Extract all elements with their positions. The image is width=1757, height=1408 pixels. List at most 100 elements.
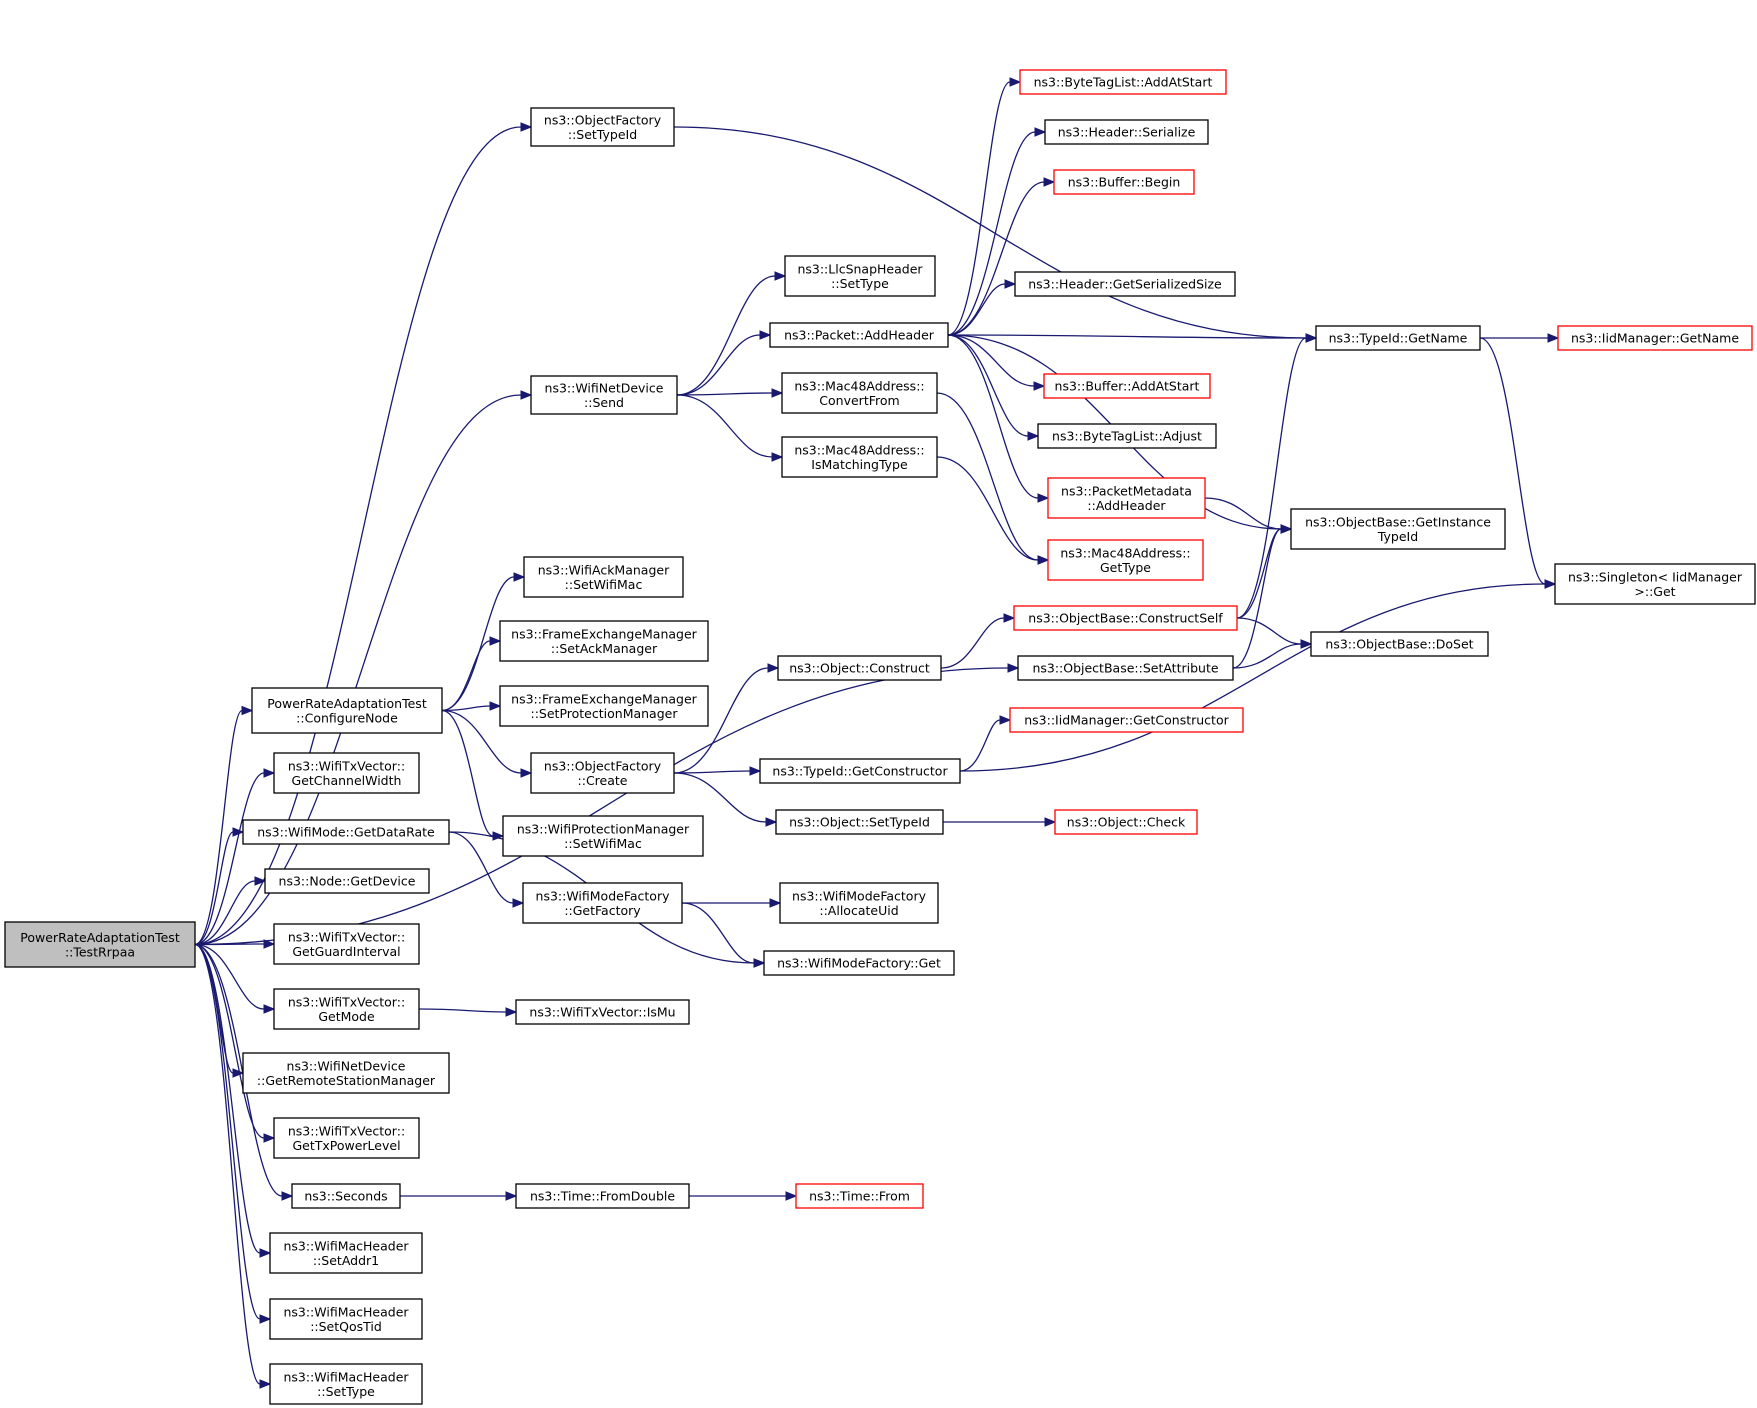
function-node-wm-getdatarate[interactable]: ns3::WifiMode::GetDataRate [242, 819, 450, 845]
function-node-buf-addatstart[interactable]: ns3::Buffer::AddAtStart [1043, 373, 1211, 399]
node-label: ::GetFactory [564, 903, 641, 918]
function-node-mh-addr1[interactable]: ns3::WifiMacHeader::SetAddr1 [269, 1232, 423, 1274]
function-node-ob-doset[interactable]: ns3::ObjectBase::DoSet [1310, 631, 1489, 657]
call-edge [194, 390, 533, 946]
node-label: ns3::ObjectBase::DoSet [1325, 637, 1473, 652]
node-box [273, 923, 420, 965]
function-node-mac48-ismatch[interactable]: ns3::Mac48Address::IsMatchingType [781, 436, 938, 478]
function-node-node-getdevice[interactable]: ns3::Node::GetDevice [264, 868, 430, 894]
call-edge [194, 939, 276, 949]
node-box [1044, 119, 1209, 145]
function-node-iid-getname[interactable]: ns3::IidManager::GetName [1557, 325, 1753, 351]
call-edge [682, 898, 782, 908]
call-edge [1232, 524, 1293, 669]
function-node-mh-qostid[interactable]: ns3::WifiMacHeader::SetQosTid [269, 1298, 423, 1340]
function-node-ob-constructself[interactable]: ns3::ObjectBase::ConstructSelf [1013, 605, 1238, 631]
function-node-singleton-get[interactable]: ns3::Singleton< IidManager>::Get [1554, 563, 1756, 605]
call-edge [441, 636, 502, 712]
call-edge [673, 766, 762, 776]
call-edge [194, 122, 533, 946]
function-node-btl-adjust[interactable]: ns3::ByteTagList::Adjust [1037, 423, 1217, 449]
edge-arrowhead [1037, 555, 1050, 565]
function-node-wmf-getfactory[interactable]: ns3::WifiModeFactory::GetFactory [522, 882, 683, 924]
node-box [1053, 169, 1195, 195]
edge-arrowhead [232, 827, 245, 837]
function-node-of-create[interactable]: ns3::ObjectFactory::Create [530, 752, 675, 794]
function-node-hdr-serialize[interactable]: ns3::Header::Serialize [1044, 119, 1209, 145]
function-node-txv-getmode[interactable]: ns3::WifiTxVector::GetMode [273, 988, 420, 1030]
function-node-tid-getname[interactable]: ns3::TypeId::GetName [1315, 325, 1481, 351]
edge-line [194, 943, 261, 1320]
edge-arrowhead [1300, 639, 1313, 649]
function-node-iid-getconstructor[interactable]: ns3::IidManager::GetConstructor [1009, 707, 1244, 733]
function-node-mh-settype[interactable]: ns3::WifiMacHeader::SetType [269, 1363, 423, 1405]
node-label: ns3::Time::From [809, 1189, 910, 1204]
call-edge [689, 1191, 798, 1201]
node-box [1557, 325, 1753, 351]
function-node-buf-begin[interactable]: ns3::Buffer::Begin [1053, 169, 1195, 195]
function-node-wmf-get[interactable]: ns3::WifiModeFactory::Get [763, 950, 955, 976]
function-node-seconds[interactable]: ns3::Seconds [291, 1183, 401, 1209]
edge-line [194, 126, 522, 946]
function-node-hdr-getsersize[interactable]: ns3::Header::GetSerializedSize [1014, 271, 1236, 297]
node-box [759, 758, 961, 784]
edge-arrowhead [232, 1068, 245, 1078]
function-node-prat-configure[interactable]: PowerRateAdaptationTest::ConfigureNode [251, 687, 443, 734]
function-node-obj-construct[interactable]: ns3::Object::Construct [777, 655, 942, 681]
edge-line [947, 283, 1006, 336]
function-node-of-settypeid[interactable]: ns3::ObjectFactory::SetTypeId [530, 107, 675, 147]
node-box [251, 687, 443, 734]
edge-arrowhead [259, 1248, 272, 1258]
node-box [1047, 477, 1206, 519]
function-node-pm-addheader[interactable]: ns3::PacketMetadata::AddHeader [1047, 477, 1206, 519]
node-label: ns3::Seconds [304, 1189, 387, 1204]
function-node-prot-setwifimac[interactable]: ns3::WifiProtectionManager::SetWifiMac [502, 815, 704, 857]
node-box [779, 882, 939, 924]
function-node-time-fromdouble[interactable]: ns3::Time::FromDouble [515, 1183, 690, 1209]
function-node-txv-gi[interactable]: ns3::WifiTxVector::GetGuardInterval [273, 923, 420, 965]
function-node-llc-settype[interactable]: ns3::LlcSnapHeader::SetType [784, 255, 936, 297]
edge-arrowhead [259, 1379, 272, 1389]
call-edge [194, 943, 272, 1324]
node-box [4, 921, 196, 968]
node-label: ::Send [584, 395, 624, 410]
function-node-ack-setwifimac[interactable]: ns3::WifiAckManager::SetWifiMac [523, 556, 684, 598]
function-node-obj-check[interactable]: ns3::Object::Check [1054, 809, 1198, 835]
function-node-obj-settypeid[interactable]: ns3::Object::SetTypeId [775, 809, 944, 835]
call-edge [194, 876, 267, 946]
function-node-txv-txpower[interactable]: ns3::WifiTxVector::GetTxPowerLevel [273, 1117, 420, 1159]
node-box [499, 620, 709, 662]
function-node-fem-setprot[interactable]: ns3::FrameExchangeManager::SetProtection… [499, 685, 709, 727]
function-node-root[interactable]: PowerRateAdaptationTest::TestRrpaa [4, 921, 196, 968]
function-node-pkt-addheader[interactable]: ns3::Packet::AddHeader [769, 322, 949, 348]
function-node-wmf-alloc[interactable]: ns3::WifiModeFactory::AllocateUid [779, 882, 939, 924]
edge-line [681, 902, 755, 964]
node-label: ::AddHeader [1087, 498, 1166, 513]
edge-line [947, 131, 1036, 336]
node-label: GetChannelWidth [292, 773, 402, 788]
function-node-mac48-gettype[interactable]: ns3::Mac48Address::GetType [1047, 539, 1204, 581]
edge-arrowhead [759, 330, 772, 340]
node-box [269, 1232, 423, 1274]
node-box [1043, 373, 1211, 399]
function-node-fem-setack[interactable]: ns3::FrameExchangeManager::SetAckManager [499, 620, 709, 662]
edge-arrowhead [512, 898, 525, 908]
node-label: ::Create [578, 773, 628, 788]
function-node-txv-ismu[interactable]: ns3::WifiTxVector::IsMu [515, 999, 690, 1025]
function-node-mac48-convert[interactable]: ns3::Mac48Address::ConvertFrom [781, 372, 938, 414]
edge-arrowhead [1033, 381, 1046, 391]
function-node-btl-addatstart[interactable]: ns3::ByteTagList::AddAtStart [1019, 69, 1227, 95]
edge-line [418, 1008, 507, 1013]
call-edge [441, 701, 502, 712]
function-node-wnd-getrsm[interactable]: ns3::WifiNetDevice::GetRemoteStationMana… [242, 1052, 450, 1094]
function-node-time-from[interactable]: ns3::Time::From [795, 1183, 924, 1209]
function-node-tid-getconstructor[interactable]: ns3::TypeId::GetConstructor [759, 758, 961, 784]
call-edge [959, 715, 1012, 772]
function-node-ob-setattribute[interactable]: ns3::ObjectBase::SetAttribute [1017, 655, 1234, 681]
function-node-wnd-send[interactable]: ns3::WifiNetDevice::Send [530, 375, 678, 415]
node-label: ns3::FrameExchangeManager [511, 691, 697, 706]
call-edge [194, 943, 272, 1389]
function-node-txv-chwidth[interactable]: ns3::WifiTxVector::GetChannelWidth [273, 752, 420, 794]
edge-line [194, 943, 265, 1010]
